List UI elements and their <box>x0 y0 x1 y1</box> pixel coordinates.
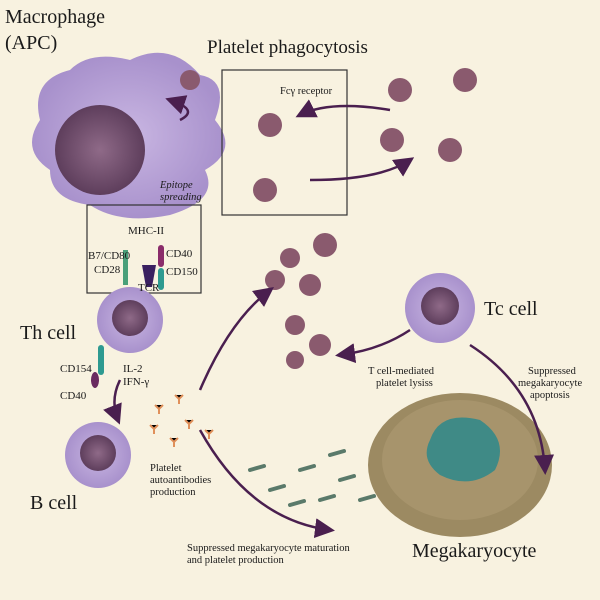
platelets <box>180 68 477 369</box>
cd28-label: CD28 <box>94 264 121 276</box>
cd40-top-label: CD40 <box>166 248 193 260</box>
tc-cell-label: Tc cell <box>484 298 538 320</box>
b-cell-label: B cell <box>30 492 78 514</box>
apoptosis-label-1: Suppressed <box>528 366 576 377</box>
th-cell-label: Th cell <box>20 322 77 344</box>
suppressed-maturation-label-1: Suppressed megakaryocyte maturation <box>187 543 350 554</box>
autoantibodies-label-3: production <box>150 487 196 498</box>
platelet-phagocytosis-label: Platelet phagocytosis <box>207 37 368 58</box>
ifn-label: IFN-γ <box>123 376 150 388</box>
autoantibodies-label-1: Platelet <box>150 463 182 474</box>
apoptosis-label-2: megakaryocyte <box>518 378 583 389</box>
arrows <box>103 95 555 539</box>
mhc-label: MHC-II <box>128 225 165 237</box>
b7-label: B7/CD80 <box>88 250 131 262</box>
antibodies <box>149 394 214 447</box>
apoptosis-label-3: apoptosis <box>530 390 570 401</box>
cd40-bottom-label: CD40 <box>60 390 87 402</box>
apc-label: (APC) <box>5 32 58 54</box>
cd154-label: CD154 <box>60 363 92 375</box>
receptor-molecules <box>91 245 164 388</box>
macrophage-nucleus <box>55 105 145 195</box>
fc-receptor-label: Fcγ receptor <box>280 86 333 97</box>
megakaryocyte-label: Megakaryocyte <box>412 540 537 562</box>
autoantibodies-label-2: autoantibodies <box>150 475 212 486</box>
phagocytosis-box <box>221 69 348 216</box>
il2-label: IL-2 <box>123 363 143 375</box>
macrophage-cell <box>32 52 226 219</box>
cd150-label: CD150 <box>166 266 198 278</box>
epitope-label: Epitope <box>160 180 193 191</box>
lysis-label-1: T cell-mediated <box>368 366 434 377</box>
lysis-label-2: platelet lysiss <box>376 378 433 389</box>
suppressed-maturation-label-2: and platelet production <box>187 555 284 566</box>
tcr-label: TCR <box>138 282 160 294</box>
megakaryocyte-cell <box>248 393 552 537</box>
macrophage-label: Macrophage <box>5 6 105 28</box>
spreading-label: spreading <box>160 192 202 203</box>
